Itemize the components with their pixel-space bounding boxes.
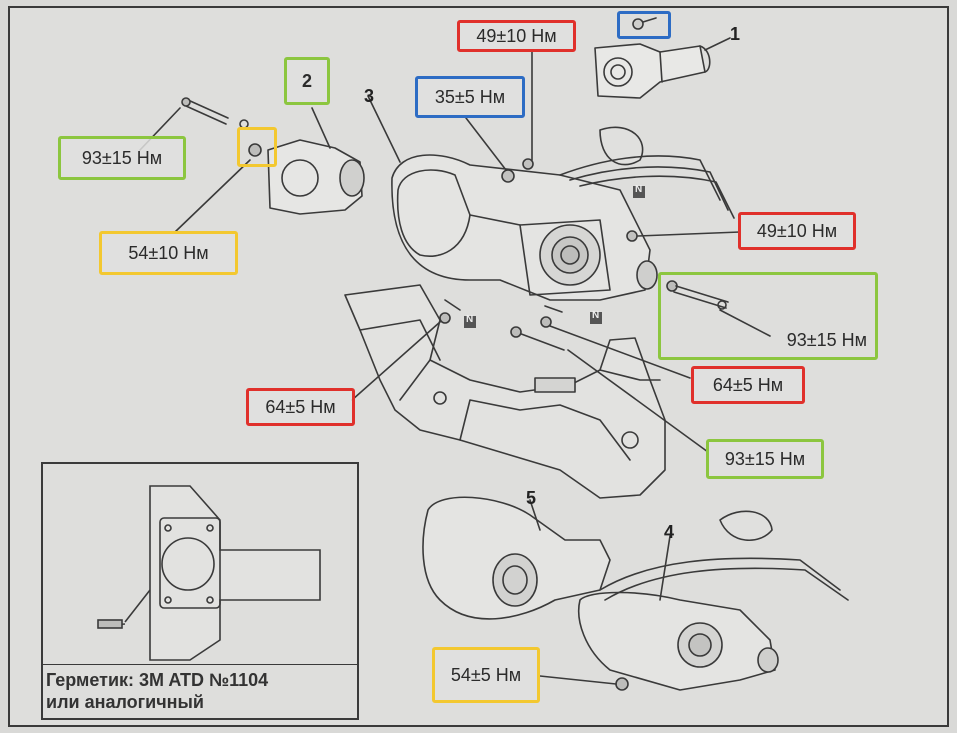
torque-label-64-right: 64±5 Нм bbox=[712, 374, 784, 395]
torque-label-49-right: 49±10 Нм bbox=[756, 220, 838, 241]
part-5-housing-drawing bbox=[422, 496, 611, 620]
part-number-2: 2 bbox=[301, 70, 312, 91]
torque-label-49-top: 49±10 Нм bbox=[476, 25, 557, 46]
torque-callout-64-right: 64±5 Нм bbox=[691, 366, 805, 404]
torque-label-35: 35±5 Нм bbox=[434, 86, 506, 107]
torque-label-64-left: 64±5 Нм bbox=[265, 396, 336, 417]
torque-label-93-bottom: 93±15 Нм bbox=[724, 448, 806, 469]
part-3-differential-drawing bbox=[367, 95, 735, 301]
bolt-right-drawing bbox=[666, 280, 771, 337]
part-4-differential-drawing bbox=[539, 510, 849, 691]
torque-callout-64-left: 64±5 Нм bbox=[246, 388, 355, 426]
torque-label-93-left: 93±15 Нм bbox=[81, 147, 163, 168]
n-marker-2: N bbox=[466, 314, 474, 325]
inset-caption-line1: Герметик: 3M ATD №1104 bbox=[46, 670, 269, 690]
nut-highlight-box bbox=[237, 127, 277, 167]
torque-callout-54-bottom: 54±5 Нм bbox=[432, 647, 540, 703]
part-2-bracket-drawing bbox=[267, 107, 365, 215]
n-marker-shapes bbox=[464, 186, 645, 328]
torque-label-54-bottom: 54±5 Нм bbox=[450, 664, 522, 685]
torque-callout-49-right: 49±10 Нм bbox=[738, 212, 856, 250]
torque-callout-93-left: 93±15 Нм bbox=[58, 136, 186, 180]
bolt-top-drawing bbox=[632, 17, 657, 30]
bolt-highlight-box bbox=[617, 11, 671, 39]
torque-label-54-left: 54±10 Нм bbox=[128, 242, 209, 263]
part-number-2-box: 2 bbox=[284, 57, 330, 105]
part-1-flange-drawing bbox=[594, 37, 731, 99]
part-number-5: 5 bbox=[526, 488, 537, 508]
n-marker-1: N bbox=[635, 184, 643, 195]
torque-label-93-right: 93±15 Нм bbox=[786, 330, 867, 350]
torque-callout-93-bottom: 93±15 Нм bbox=[706, 439, 824, 479]
inset-separator bbox=[41, 664, 359, 665]
inset-caption: Герметик: 3M ATD №1104 или аналогичный bbox=[46, 669, 354, 713]
part-number-1: 1 bbox=[730, 24, 741, 44]
bolt-right-highlight-box: 93±15 Нм bbox=[658, 272, 878, 360]
part-number-4: 4 bbox=[664, 522, 675, 542]
n-marker-3: N bbox=[592, 310, 600, 321]
nut-left-drawing bbox=[248, 143, 262, 157]
inset-caption-line2: или аналогичный bbox=[46, 692, 204, 712]
part-number-3: 3 bbox=[364, 86, 375, 106]
torque-callout-54-left: 54±10 Нм bbox=[99, 231, 238, 275]
torque-callout-49-top: 49±10 Нм bbox=[457, 20, 576, 52]
torque-callout-35: 35±5 Нм bbox=[415, 76, 525, 118]
